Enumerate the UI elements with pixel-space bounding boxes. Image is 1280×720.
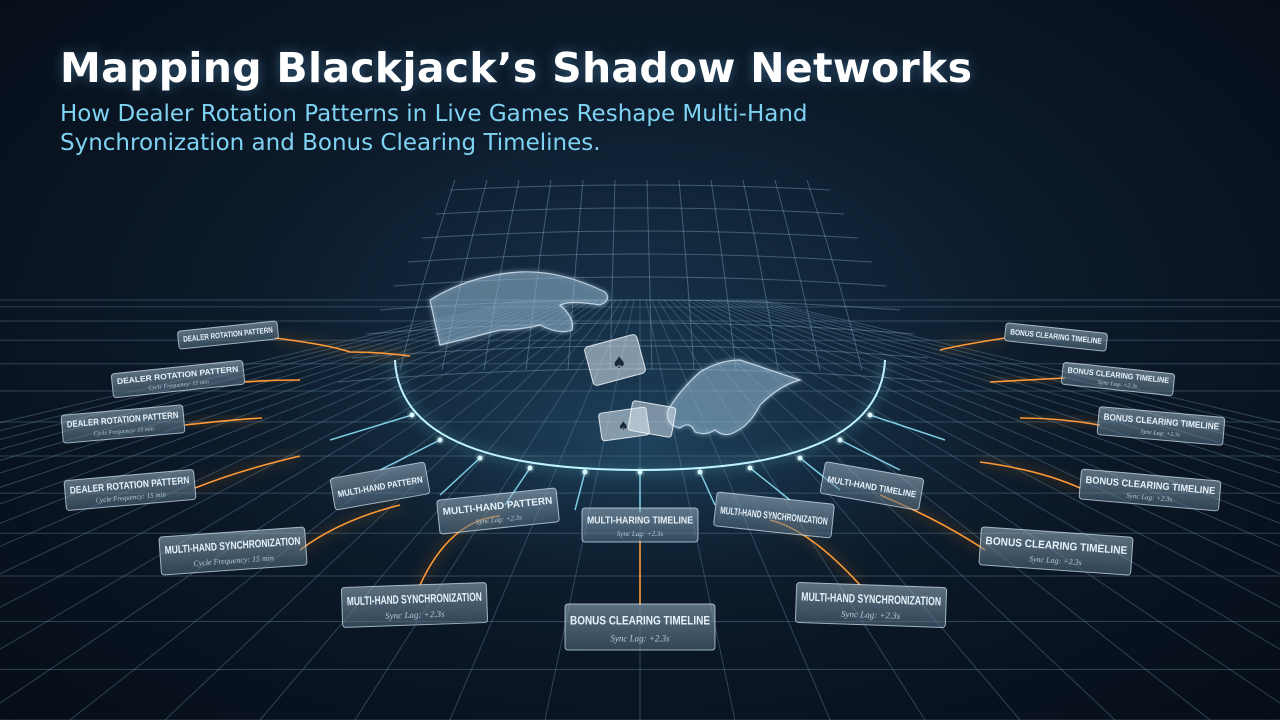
tag-subtitle: Sync Lag: +2.3s bbox=[610, 634, 670, 644]
svg-text:♠: ♠ bbox=[612, 353, 626, 372]
network-tag: DEALER ROTATION PATTERN bbox=[177, 320, 279, 350]
network-tag: MULTI-HAND SYNCHRONIZATION bbox=[713, 491, 835, 539]
tag-subtitle: Cycle Frequency: 15 min bbox=[93, 426, 154, 437]
tag-subtitle: Sync Lag: +2.3s bbox=[1029, 554, 1082, 567]
tag-subtitle: Sync Lag: +2.3s bbox=[385, 609, 445, 621]
left-hand-icon bbox=[429, 271, 609, 346]
tag-title: MULTI-HARING TIMELINE bbox=[587, 515, 693, 526]
dealer-hands-wireframe bbox=[337, 179, 943, 436]
playing-card-spade-icon: ♠ ♠ bbox=[584, 334, 677, 442]
page-title: Mapping Blackjack’s Shadow Networks bbox=[60, 44, 973, 92]
network-tag: MULTI-HAND TIMELINE bbox=[819, 461, 925, 511]
network-tag: BONUS CLEARING TIMELINE bbox=[1004, 322, 1108, 352]
svg-text:♠: ♠ bbox=[618, 419, 629, 433]
tag-subtitle: Sync Lag: +2.3s bbox=[841, 609, 901, 621]
tag-subtitle: Sync Lag: +2.3s bbox=[1140, 429, 1181, 438]
network-tag: MULTI-HARING TIMELINE Sync Lag: +2.3s bbox=[581, 507, 699, 543]
tag-title: MULTI-HAND SYNCHRONIZATION bbox=[801, 590, 941, 609]
page-subtitle: How Dealer Rotation Patterns in Live Gam… bbox=[60, 101, 808, 156]
tag-subtitle: Sync Lag: +2.3s bbox=[1097, 380, 1138, 390]
tag-layer: DEALER ROTATION PATTERN DEALER ROTATION P… bbox=[60, 320, 1226, 651]
tag-title: MULTI-HAND SYNCHRONIZATION bbox=[347, 590, 482, 609]
tag-subtitle: Sync Lag: +2.3s bbox=[617, 530, 663, 538]
tag-title: BONUS CLEARING TIMELINE bbox=[570, 614, 710, 628]
right-hand-icon bbox=[666, 359, 803, 436]
network-tag: BONUS CLEARING TIMELINE Sync Lag: +2.3s bbox=[564, 603, 716, 651]
network-tag: MULTI-HAND PATTERN bbox=[329, 461, 431, 511]
